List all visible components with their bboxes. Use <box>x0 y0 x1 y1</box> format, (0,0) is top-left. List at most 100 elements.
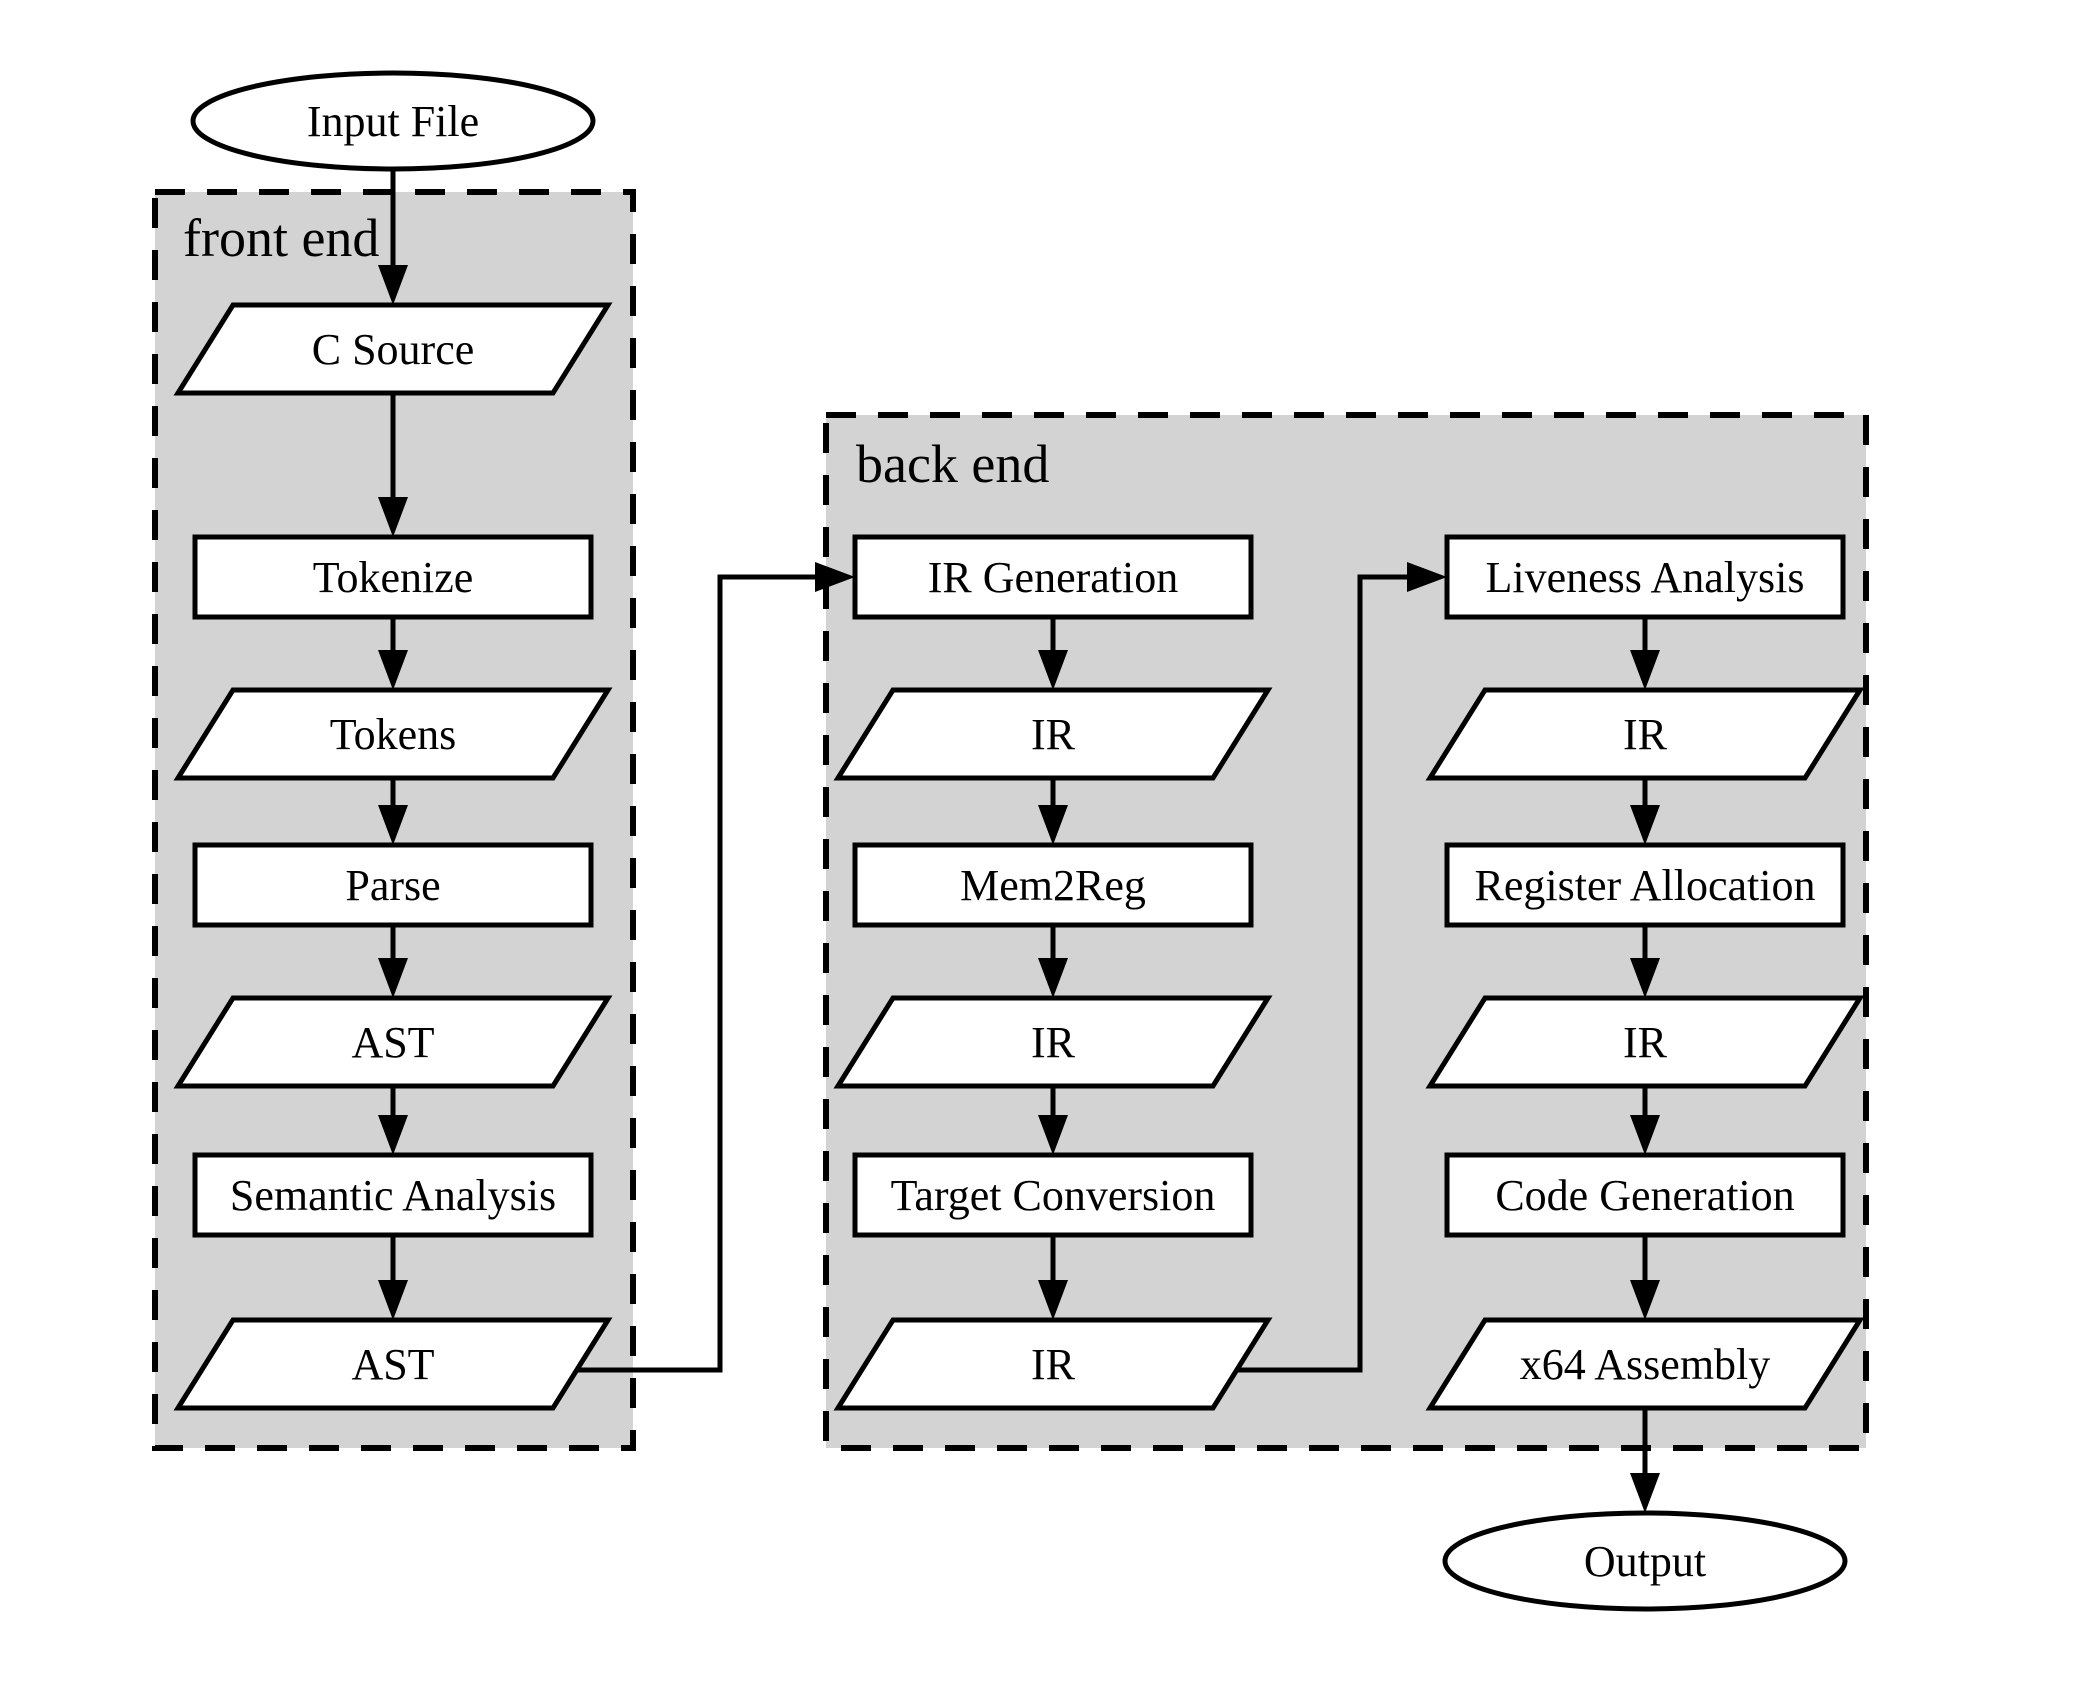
register-allocation-box <box>1444 842 1846 928</box>
arrowhead <box>1038 805 1068 845</box>
node-ir-4: IR <box>1425 687 1865 781</box>
ir-label: IR <box>1623 710 1668 759</box>
edge-ir-to-register-allocation <box>1630 778 1660 845</box>
node-parse: Parse <box>192 842 594 928</box>
ast-label: AST <box>351 1340 434 1389</box>
edge-tokens-to-parse <box>378 778 408 845</box>
edge-line <box>577 574 815 1373</box>
node-register-allocation: Register Allocation <box>1444 842 1846 928</box>
arrowhead <box>378 497 408 537</box>
arrowhead <box>1630 1115 1660 1155</box>
arrowhead <box>1630 805 1660 845</box>
semantic-analysis-box <box>192 1152 594 1238</box>
ir-parallelogram <box>833 1317 1273 1411</box>
back-end-cluster-label: back end <box>856 434 1049 494</box>
edge-c-source-to-tokenize <box>378 393 408 537</box>
arrowhead <box>378 1115 408 1155</box>
node-code-generation: Code Generation <box>1444 1152 1846 1238</box>
node-ast-1: AST <box>173 995 613 1089</box>
arrowhead <box>815 562 855 592</box>
tokenize-label: Tokenize <box>313 553 474 602</box>
edge-input-file-to-c-source <box>378 169 408 305</box>
ast-parallelogram <box>173 995 613 1089</box>
mem2reg-label: Mem2Reg <box>960 861 1146 910</box>
node-ir-generation: IR Generation <box>852 534 1254 620</box>
edge-ir-to-mem2reg <box>1038 778 1068 845</box>
output-ellipse <box>1442 1510 1848 1612</box>
arrowhead <box>378 805 408 845</box>
edge-ir-to-target-conversion <box>1038 1086 1068 1155</box>
arrowhead <box>1630 958 1660 998</box>
ir-generation-box <box>852 534 1254 620</box>
c-source-label: C Source <box>312 325 475 374</box>
arrowhead <box>1630 1280 1660 1320</box>
arrowhead <box>1038 958 1068 998</box>
liveness-analysis-label: Liveness Analysis <box>1486 553 1805 602</box>
parse-label: Parse <box>345 861 440 910</box>
parse-box <box>192 842 594 928</box>
arrowhead <box>1038 1115 1068 1155</box>
code-generation-box <box>1444 1152 1846 1238</box>
node-mem2reg: Mem2Reg <box>852 842 1254 928</box>
output-label: Output <box>1584 1537 1706 1586</box>
target-conversion-box <box>852 1152 1254 1238</box>
node-liveness-analysis: Liveness Analysis <box>1444 534 1846 620</box>
ir-label: IR <box>1031 710 1076 759</box>
ast-label: AST <box>351 1018 434 1067</box>
semantic-analysis-label: Semantic Analysis <box>230 1171 556 1220</box>
ir-label: IR <box>1031 1340 1076 1389</box>
edge-ir-to-liveness-analysis <box>1237 562 1447 1373</box>
code-generation-label: Code Generation <box>1495 1171 1794 1220</box>
edge-tokenize-to-tokens <box>378 617 408 690</box>
node-tokenize: Tokenize <box>192 534 594 620</box>
edge-ir-generation-to-ir <box>1038 617 1068 690</box>
input-file-ellipse <box>190 70 596 172</box>
node-x64-assembly: x64 Assembly <box>1425 1317 1865 1411</box>
edge-ir-to-code-generation <box>1630 1086 1660 1155</box>
arrowhead <box>378 958 408 998</box>
node-semantic-analysis: Semantic Analysis <box>192 1152 594 1238</box>
node-input-file: Input File <box>190 70 596 172</box>
target-conversion-label: Target Conversion <box>891 1171 1216 1220</box>
register-allocation-label: Register Allocation <box>1475 861 1816 910</box>
x64-assembly-label: x64 Assembly <box>1520 1340 1771 1389</box>
ir-generation-label: IR Generation <box>928 553 1178 602</box>
node-ir-2: IR <box>833 995 1273 1089</box>
arrowhead <box>378 1280 408 1320</box>
x64-assembly-parallelogram <box>1425 1317 1865 1411</box>
arrowhead <box>1407 562 1447 592</box>
edge-parse-to-ast <box>378 925 408 998</box>
ir-parallelogram <box>1425 995 1865 1089</box>
edge-register-allocation-to-ir <box>1630 925 1660 998</box>
edge-line <box>1237 574 1407 1373</box>
input-file-label: Input File <box>307 97 479 146</box>
arrowhead <box>1630 1473 1660 1513</box>
mem2reg-box <box>852 842 1254 928</box>
ir-parallelogram <box>833 995 1273 1089</box>
arrowhead <box>378 265 408 305</box>
edge-ast-to-semantic-analysis <box>378 1086 408 1155</box>
node-ir-3: IR <box>833 1317 1273 1411</box>
tokenize-box <box>192 534 594 620</box>
tokens-parallelogram <box>173 687 613 781</box>
arrowhead <box>1038 650 1068 690</box>
edge-code-generation-to-x64-assembly <box>1630 1235 1660 1320</box>
edge-ast-to-ir-generation <box>577 562 855 1373</box>
ir-parallelogram <box>833 687 1273 781</box>
liveness-analysis-box <box>1444 534 1846 620</box>
node-tokens: Tokens <box>173 687 613 781</box>
node-ast-2: AST <box>173 1317 613 1411</box>
ir-parallelogram <box>1425 687 1865 781</box>
edge-liveness-analysis-to-ir <box>1630 617 1660 690</box>
ir-label: IR <box>1031 1018 1076 1067</box>
edge-target-conversion-to-ir <box>1038 1235 1068 1320</box>
node-ir-1: IR <box>833 687 1273 781</box>
node-output: Output <box>1442 1510 1848 1612</box>
node-target-conversion: Target Conversion <box>852 1152 1254 1238</box>
ast-parallelogram <box>173 1317 613 1411</box>
edge-x64-assembly-to-output <box>1630 1408 1660 1513</box>
arrowhead <box>378 650 408 690</box>
arrowhead <box>1630 650 1660 690</box>
arrowhead <box>1038 1280 1068 1320</box>
